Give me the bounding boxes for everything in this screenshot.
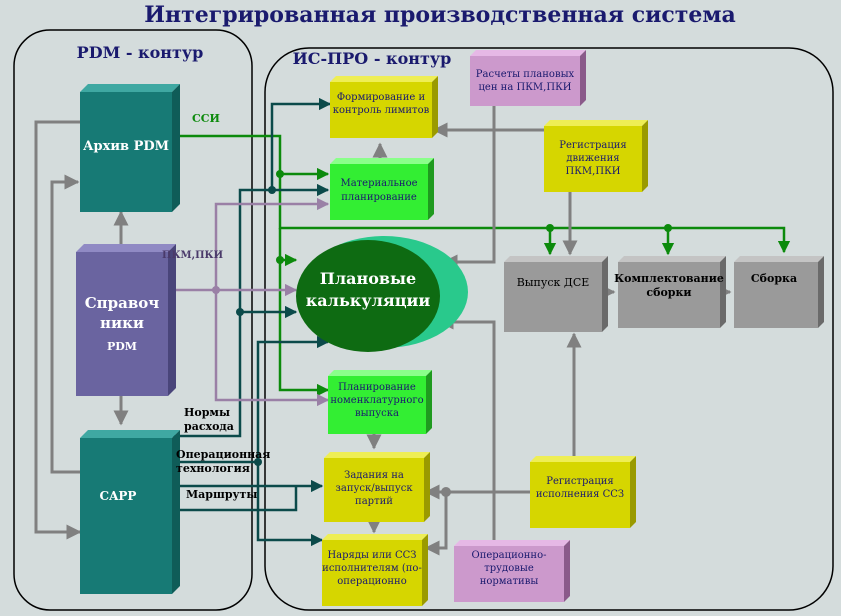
ispro-contour-frame	[264, 47, 834, 611]
planned-prices-line-1: Расчеты плановых	[476, 69, 575, 80]
batch-tasks-line-3: партий	[355, 496, 393, 507]
labor-norms-line-1: Операционно-	[472, 550, 547, 561]
connector-capp-archive-loop	[50, 174, 80, 474]
junction-dot	[254, 458, 262, 466]
label-consumption-norms-1: Нормы	[184, 406, 230, 419]
work-orders-line-3: операционно	[337, 576, 406, 587]
movement-line-2: движения	[566, 153, 619, 164]
label-routes: Маршруты	[186, 488, 257, 501]
labor-norms-line-2: трудовые	[484, 563, 534, 574]
connector-execution-orders	[424, 492, 448, 556]
planned-prices-line-2: цен на ПКМ,ПКИ	[478, 82, 571, 93]
execution-line-1: Регистрация	[546, 476, 613, 487]
connector-pkm-material	[214, 197, 330, 290]
block-planned-prices: Расчеты плановых цен на ПКМ,ПКИ	[470, 50, 586, 106]
nomenclature-line-2: номенклатурного	[330, 395, 423, 406]
reference-label-line-1: Справоч	[85, 294, 160, 312]
pdm-contour-frame	[13, 29, 253, 611]
parts-output-label: Выпуск ДСЕ	[517, 276, 590, 289]
nomenclature-line-3: выпуска	[355, 408, 399, 419]
junction-dot	[441, 487, 451, 497]
connector-optech-orders	[256, 462, 324, 547]
reference-sublabel: PDM	[107, 340, 137, 353]
label-consumption-norms-2: расхода	[184, 420, 234, 433]
planned-costing-line-1: Плановые	[320, 269, 416, 288]
reference-label-line-2: ники	[100, 314, 144, 332]
block-assembly-kitting: Комплектование сборки	[614, 256, 726, 328]
connector-ssi-nomenclature	[278, 228, 330, 397]
work-orders-line-1: Наряды или ССЗ	[327, 550, 416, 561]
label-operation-technology-1: Операционная	[176, 448, 270, 461]
capp-label: CAPP	[100, 489, 137, 503]
block-material-planning: Материальное планирование	[330, 158, 434, 220]
junction-dot	[212, 286, 220, 294]
connector-prices-costing	[442, 104, 496, 270]
connector-norms-costing	[172, 305, 298, 438]
block-nomenclature-planning: Планирование номенклатурного выпуска	[328, 370, 432, 434]
labor-norms-line-3: нормативы	[480, 576, 539, 587]
nomenclature-line-1: Планирование	[338, 382, 416, 393]
junction-dot	[268, 186, 276, 194]
connector-routes-aux	[172, 486, 298, 512]
connector-pkm-nomenclature	[214, 290, 330, 407]
block-labor-norms: Операционно- трудовые нормативы	[454, 540, 570, 602]
limits-line-2: контроль лимитов	[333, 105, 430, 116]
junction-dot	[236, 308, 244, 316]
block-parts-output: Выпуск ДСЕ	[504, 256, 608, 332]
ispro-contour-label: ИС-ПРО - контур	[293, 49, 452, 68]
connector-norms-limits	[270, 97, 332, 190]
junction-dots	[212, 170, 672, 497]
pdm-contour-label: PDM - контур	[77, 43, 204, 62]
block-limits: Формирование и контроль лимитов	[330, 76, 438, 138]
connector-ssi-main	[172, 134, 791, 254]
block-planned-costing: Плановые калькуляции	[296, 236, 468, 352]
material-planning-line-2: планирование	[341, 192, 417, 203]
assembly-label: Сборка	[751, 272, 797, 285]
connectors	[34, 97, 791, 556]
label-pkm-pki: ПКМ,ПКИ	[162, 250, 223, 261]
connector-norms-material	[238, 183, 330, 312]
batch-tasks-line-2: запуск/выпуск	[335, 483, 413, 494]
block-movement-registration: Регистрация движения ПКМ,ПКИ	[544, 120, 648, 192]
block-execution-registration: Регистрация исполнения ССЗ	[530, 456, 636, 528]
block-work-orders: Наряды или ССЗ исполнителям (по- операци…	[322, 534, 428, 606]
movement-line-1: Регистрация	[559, 140, 626, 151]
material-planning-line-1: Материальное	[340, 178, 417, 189]
execution-line-2: исполнения ССЗ	[536, 489, 624, 500]
work-orders-line-2: исполнителям (по-	[322, 563, 422, 574]
movement-line-3: ПКМ,ПКИ	[565, 166, 620, 177]
planned-costing-line-2: калькуляции	[306, 291, 431, 310]
batch-tasks-line-1: Задания на	[344, 470, 404, 481]
block-archive-pdm: Архив PDM	[80, 84, 180, 212]
junction-dot	[276, 170, 284, 178]
label-ssi: ССИ	[192, 112, 220, 125]
block-batch-tasks: Задания на запуск/выпуск партий	[324, 452, 430, 522]
connector-optech-costing	[172, 335, 330, 464]
block-capp: CAPP	[80, 430, 180, 594]
junction-dot	[664, 224, 672, 232]
archive-pdm-label: Архив PDM	[83, 139, 169, 154]
junction-dot	[276, 256, 284, 264]
label-operation-technology-2: технология	[176, 462, 250, 475]
kitting-line-2: сборки	[646, 286, 691, 299]
block-assembly: Сборка	[734, 256, 824, 328]
limits-line-1: Формирование и	[337, 92, 426, 103]
page-title: Интегрированная производственная система	[144, 2, 736, 28]
kitting-line-1: Комплектование	[614, 272, 724, 285]
connector-archive-capp-loop	[34, 120, 82, 540]
connector-labor-costing	[438, 314, 496, 546]
block-reference-pdm: Справоч ники PDM	[76, 244, 176, 396]
junction-dot	[546, 224, 554, 232]
